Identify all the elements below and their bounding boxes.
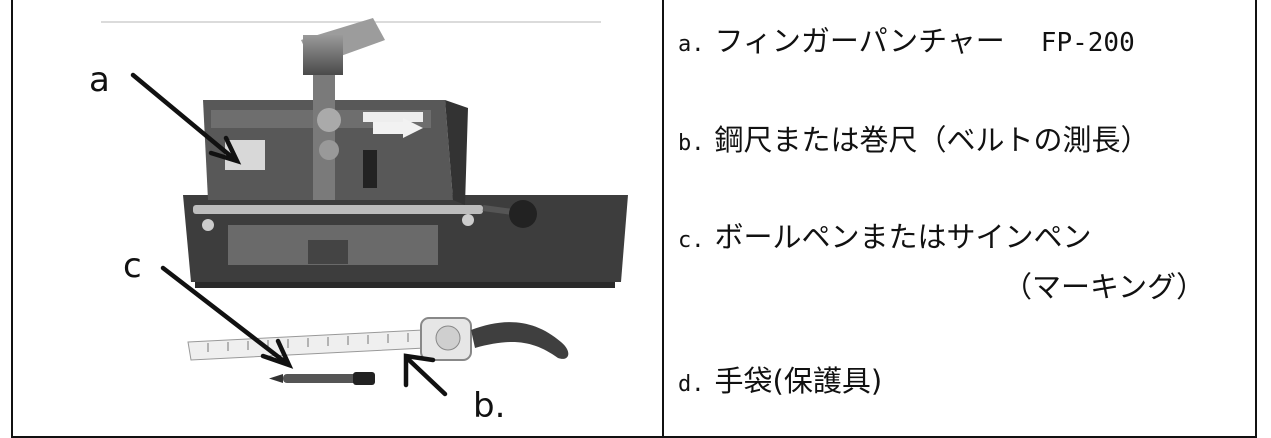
- list-item-a: a. フィンガーパンチャー FP-200: [678, 18, 1135, 60]
- callout-label-b: b.: [473, 386, 506, 426]
- list-marker: c.: [678, 228, 705, 253]
- list-item-d: d. 手袋(保護具): [678, 358, 882, 400]
- item-text: フィンガーパンチャー: [714, 24, 1005, 58]
- callout-label-c: c: [123, 246, 142, 286]
- callout-arrows: [130, 72, 448, 397]
- item-text: ボールペンまたはサインペン: [714, 220, 1092, 254]
- callout-label-a: a: [89, 60, 110, 100]
- finger-puncher-machine: [183, 18, 628, 288]
- list-item-c-continuation: （マーキング）: [1003, 270, 1206, 304]
- column-divider: [662, 0, 664, 438]
- tape-measure: [187, 317, 569, 361]
- item-text: 手袋(保護具): [714, 364, 883, 398]
- content-table: a c b. a. フィンガーパンチャー FP-200 b. 鋼尺または巻尺（ベルトの…: [11, 0, 1257, 438]
- list-item-c: c. ボールペンまたはサインペン: [678, 214, 1092, 256]
- list-marker: b.: [678, 131, 705, 156]
- tools-photo: a c b.: [13, 0, 662, 438]
- model-code: FP-200: [1040, 28, 1135, 58]
- list-marker: d.: [678, 372, 705, 397]
- ballpoint-pen: [269, 372, 375, 385]
- list-marker: a.: [678, 32, 705, 57]
- list-item-b: b. 鋼尺または巻尺（ベルトの測長）: [678, 117, 1150, 159]
- item-text: 鋼尺または巻尺（ベルトの測長）: [714, 123, 1150, 157]
